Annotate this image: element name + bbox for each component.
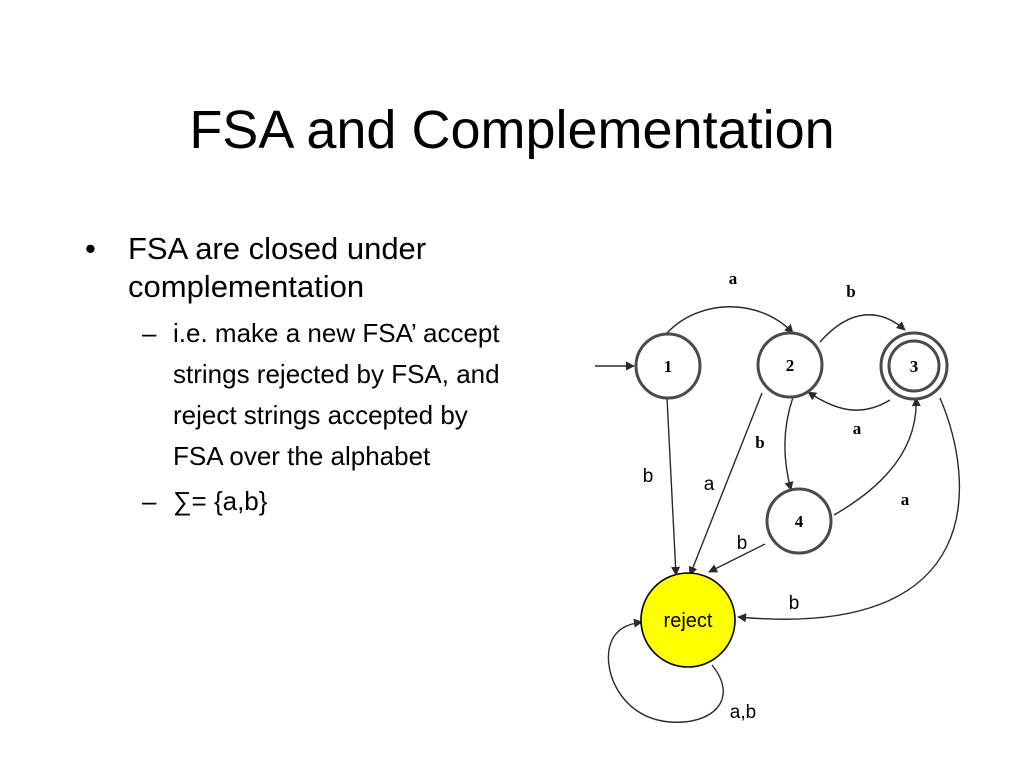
edge-2-to-3	[819, 314, 906, 343]
edge-3-to-reject	[737, 397, 961, 623]
sub-bullet-marker: –	[142, 486, 157, 516]
edge-label-4-3: a	[901, 490, 910, 509]
edge-label-2-3: b	[846, 282, 855, 301]
state-4: 4	[765, 487, 833, 555]
state-label: 2	[786, 356, 795, 375]
bullet-marker: •	[85, 231, 96, 266]
edge-2-to-4	[784, 396, 794, 491]
state-label: 3	[910, 357, 919, 376]
sub-bullet-text: ∑= {a,b}	[173, 486, 268, 516]
sub-bullet-marker: –	[142, 318, 157, 348]
bullet-text: FSA are closed under complementation	[128, 231, 427, 304]
edge-label-3-2: a	[853, 419, 862, 438]
edge-1-to-reject	[666, 397, 681, 576]
edge-label-1-2: a	[729, 269, 738, 288]
edge-label-1-reject: b	[643, 466, 654, 487]
edge-label-2-reject: a	[704, 474, 715, 495]
edge-4-to-reject	[708, 543, 766, 573]
edge-reject-self-loop	[607, 618, 724, 723]
bullet-item: • FSA are closed under complementation	[85, 230, 515, 306]
bullet-list: • FSA are closed under complementation –…	[85, 230, 515, 522]
sub-bullet-item: – ∑= {a,b}	[85, 481, 515, 522]
state-label: 1	[664, 357, 673, 376]
edge-label-3-reject: b	[789, 593, 800, 614]
state-circle	[756, 331, 824, 399]
state-circle	[765, 487, 833, 555]
edge-label-4-reject: b	[737, 533, 748, 554]
state-inner-circle	[887, 339, 941, 393]
edge-label-2-4: b	[755, 433, 764, 452]
reject-label: reject	[664, 610, 713, 632]
state-1: 1	[634, 332, 702, 400]
state-2: 2	[756, 331, 824, 399]
edge-1-to-2	[666, 306, 794, 334]
slide-title: FSA and Complementation	[189, 100, 835, 160]
edge-4-to-3	[833, 397, 921, 516]
sub-bullet-text: i.e. make a new FSA’ accept strings reje…	[173, 318, 500, 471]
sub-bullet-item: – i.e. make a new FSA’ accept strings re…	[85, 313, 515, 477]
edge-3-to-2	[807, 391, 891, 411]
edge-2-to-reject	[688, 392, 763, 576]
state-circle	[634, 332, 702, 400]
state-label: 4	[795, 512, 804, 531]
state-3-accepting: 3	[879, 331, 949, 401]
edge-label-reject-loop: a,b	[730, 702, 756, 723]
reject-circle	[640, 572, 736, 668]
reject-state: reject	[640, 572, 736, 668]
